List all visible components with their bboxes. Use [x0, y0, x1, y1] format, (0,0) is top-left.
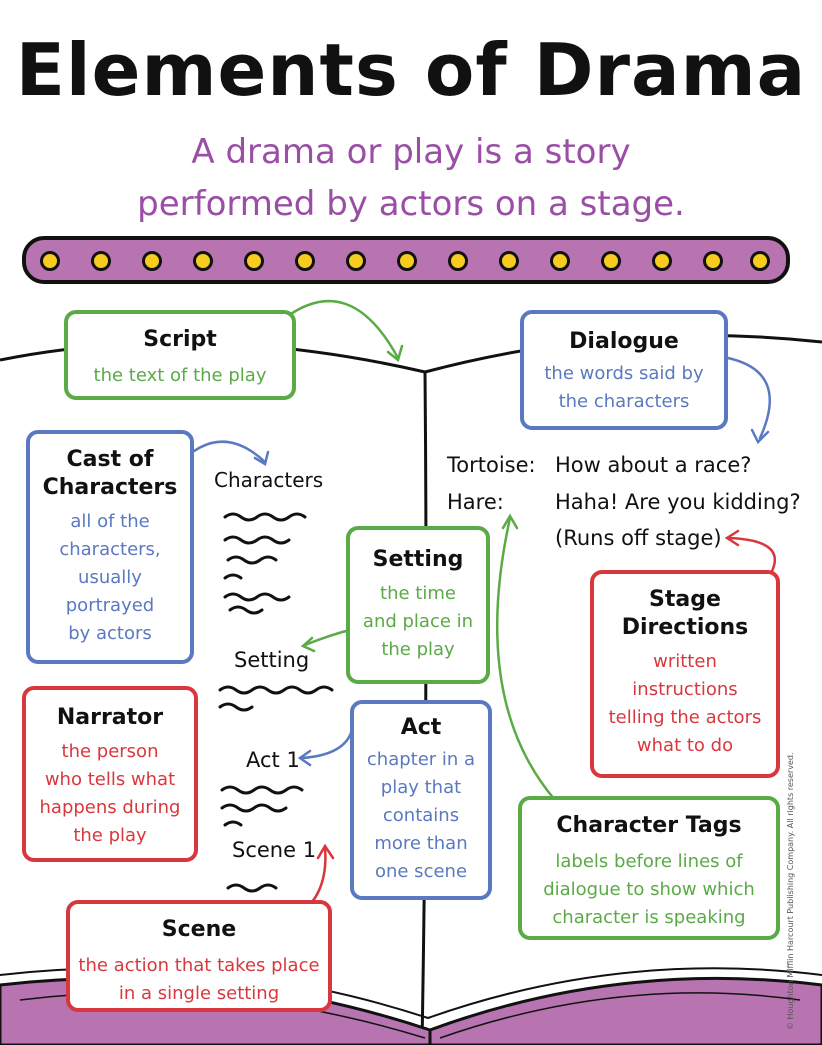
act-text-4: more than — [374, 833, 468, 854]
script-card: Script the text of the play — [64, 310, 296, 400]
light-dot — [601, 251, 621, 271]
page-title: Elements of Drama — [15, 28, 807, 112]
stage-arrowhead — [724, 529, 740, 547]
light-dot — [142, 251, 162, 271]
dialogue-text-2: the characters — [558, 391, 690, 412]
setting-text-2: and place in — [362, 611, 474, 632]
book-cover-right — [428, 976, 822, 1045]
cast-text-2: characters, — [59, 539, 161, 560]
script-arrow — [283, 299, 400, 360]
stage-direction-text: (Runs off stage) — [555, 526, 722, 550]
act-arrow — [300, 728, 354, 760]
stage-arrow — [726, 536, 776, 577]
setting-text-3: the play — [381, 639, 455, 660]
copyright-credit: © Houghton Mifflin Harcourt Publishing C… — [786, 752, 795, 1030]
cast-text-5: by actors — [68, 623, 152, 644]
subtitle-line-1: A drama or play is a story — [191, 132, 631, 172]
setting-card: Setting the time and place in the play — [346, 526, 490, 684]
tags-text-2: dialogue to show which — [543, 879, 755, 900]
tags-text-1: labels before lines of — [555, 851, 743, 872]
stage-title-2: Directions — [621, 615, 749, 640]
act-text-3: contains — [382, 805, 460, 826]
act-card: Act chapter in a play that contains more… — [350, 700, 492, 900]
script-arrowhead — [386, 344, 404, 363]
page-scene-label: Scene 1 — [232, 838, 317, 862]
page-setting-label: Setting — [234, 648, 310, 672]
light-dot — [91, 251, 111, 271]
marquee-bar — [22, 236, 790, 284]
scene-title: Scene — [161, 917, 237, 942]
stage-directions-card: Stage Directions written instructions te… — [590, 570, 780, 778]
act-text-5: one scene — [374, 861, 468, 882]
light-dot — [703, 251, 723, 271]
script-title: Script — [143, 327, 217, 352]
dialogue-arrow — [726, 356, 771, 440]
setting-title: Setting — [372, 547, 464, 572]
light-dot — [448, 251, 468, 271]
cast-text-4: portrayed — [65, 595, 155, 616]
narrator-text-2: who tells what — [44, 769, 176, 790]
light-dot — [244, 251, 264, 271]
narrator-text-1: the person — [61, 741, 159, 762]
tags-title: Character Tags — [556, 813, 742, 838]
tags-arrowhead — [501, 513, 519, 530]
light-dot — [397, 251, 417, 271]
cast-text-1: all of the — [70, 511, 150, 532]
dialogue-card: Dialogue the words said by the character… — [520, 310, 728, 430]
page-characters-label: Characters — [214, 468, 324, 492]
light-dot — [550, 251, 570, 271]
stage-title-1: Stage — [649, 587, 721, 612]
cast-arrowhead — [253, 450, 270, 466]
light-dot — [295, 251, 315, 271]
light-dot — [499, 251, 519, 271]
light-dot — [750, 251, 770, 271]
setting-arrowhead — [300, 636, 316, 653]
light-dot — [346, 251, 366, 271]
subtitle: A drama or play is a story performed by … — [0, 126, 822, 230]
stage-text-4: what to do — [636, 735, 734, 756]
scene-arrowhead — [316, 843, 335, 860]
narrator-text-4: the play — [73, 825, 147, 846]
dialogue-title: Dialogue — [569, 329, 679, 354]
hare-tag: Hare: — [447, 490, 504, 514]
scene-card: Scene the action that takes place in a s… — [66, 900, 332, 1012]
hare-line: Haha! Are you kidding? — [555, 490, 801, 514]
page-stack-line — [439, 992, 801, 1039]
tags-arrow — [495, 516, 557, 802]
dialogue-arrowhead — [750, 428, 770, 445]
setting-text-1: the time — [380, 583, 456, 604]
cast-title-2: Characters — [42, 475, 178, 500]
stage-text-1: written — [653, 651, 717, 672]
cast-title-1: Cast of — [66, 447, 154, 472]
tortoise-tag: Tortoise: — [447, 453, 536, 477]
narrator-card: Narrator the person who tells what happe… — [22, 686, 198, 862]
character-tags-card: Character Tags labels before lines of di… — [518, 796, 780, 940]
stage-text-2: instructions — [632, 679, 738, 700]
light-dot — [40, 251, 60, 271]
cast-text-3: usually — [78, 567, 142, 588]
stage-text-3: telling the actors — [608, 707, 762, 728]
page-act-label: Act 1 — [246, 748, 300, 772]
light-dot — [652, 251, 672, 271]
narrator-text-3: happens during — [39, 797, 181, 818]
act-arrowhead — [297, 749, 312, 767]
act-text-1: chapter in a — [366, 749, 476, 770]
tags-text-3: character is speaking — [552, 907, 746, 928]
tortoise-line: How about a race? — [555, 453, 752, 477]
scribble-lines — [218, 512, 334, 893]
dialogue-text-1: the words said by — [544, 363, 704, 384]
light-dot — [193, 251, 213, 271]
scene-text-1: the action that takes place — [78, 955, 320, 976]
cast-card: Cast of Characters all of the characters… — [26, 430, 194, 664]
subtitle-line-2: performed by actors on a stage. — [137, 184, 685, 224]
act-text-2: play that — [380, 777, 462, 798]
scene-text-2: in a single setting — [118, 983, 280, 1004]
script-text: the text of the play — [93, 365, 267, 386]
narrator-title: Narrator — [56, 705, 164, 730]
act-title: Act — [400, 715, 442, 740]
